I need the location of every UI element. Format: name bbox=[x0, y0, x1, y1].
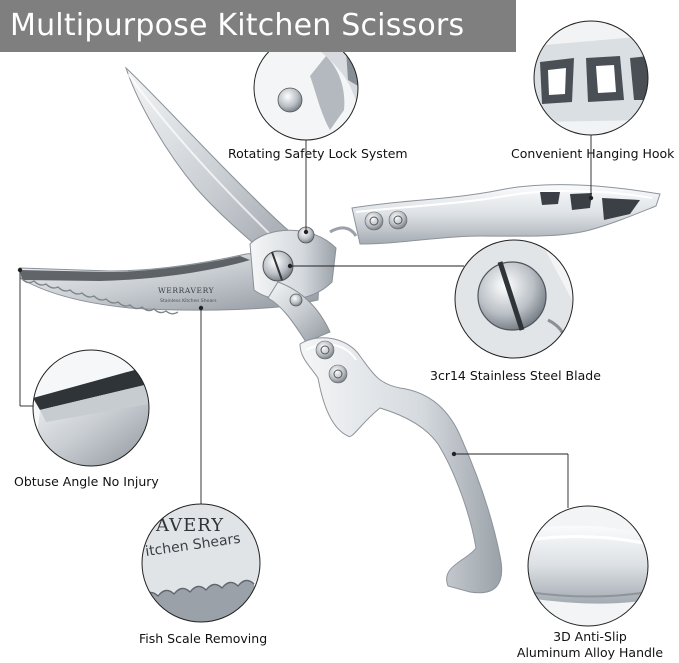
zoom-aluminum-handle bbox=[527, 505, 649, 627]
lower-handle bbox=[299, 337, 503, 594]
caption-fish-scale: Fish Scale Removing bbox=[139, 631, 268, 646]
caption-obtuse-angle: Obtuse Angle No Injury bbox=[14, 474, 159, 489]
caption-hanging-hook: Convenient Hanging Hook bbox=[511, 146, 675, 161]
zoom-safety-lock bbox=[253, 35, 359, 141]
lower-blade bbox=[19, 249, 321, 311]
caption-handle: 3D Anti-Slip Aluminum Alloy Handle bbox=[508, 629, 672, 661]
zoom-hanging-hook bbox=[533, 20, 649, 136]
page-title: Multipurpose Kitchen Scissors bbox=[10, 8, 465, 43]
title-banner: Multipurpose Kitchen Scissors bbox=[0, 0, 516, 52]
zoom-brand-engraving: AVERY bbox=[155, 515, 224, 536]
callout-lines bbox=[19, 135, 592, 508]
zoom-obtuse-angle bbox=[32, 349, 150, 467]
caption-steel-blade: 3cr14 Stainless Steel Blade bbox=[430, 368, 601, 383]
upper-handle-rivets bbox=[364, 210, 408, 231]
caption-handle-line1: 3D Anti-Slip bbox=[553, 629, 627, 644]
caption-handle-line2: Aluminum Alloy Handle bbox=[516, 645, 664, 660]
blade-brand-engraving: WERRAVERY bbox=[158, 286, 215, 295]
zoom-steel-blade bbox=[454, 239, 574, 359]
caption-safety-lock: Rotating Safety Lock System bbox=[228, 146, 408, 161]
lower-handle-rivets bbox=[315, 340, 348, 384]
blade-subtitle-engraving: Stainless Kitchen Shears bbox=[160, 298, 217, 304]
zoom-fish-scale: AVERY itchen Shears bbox=[141, 503, 261, 623]
